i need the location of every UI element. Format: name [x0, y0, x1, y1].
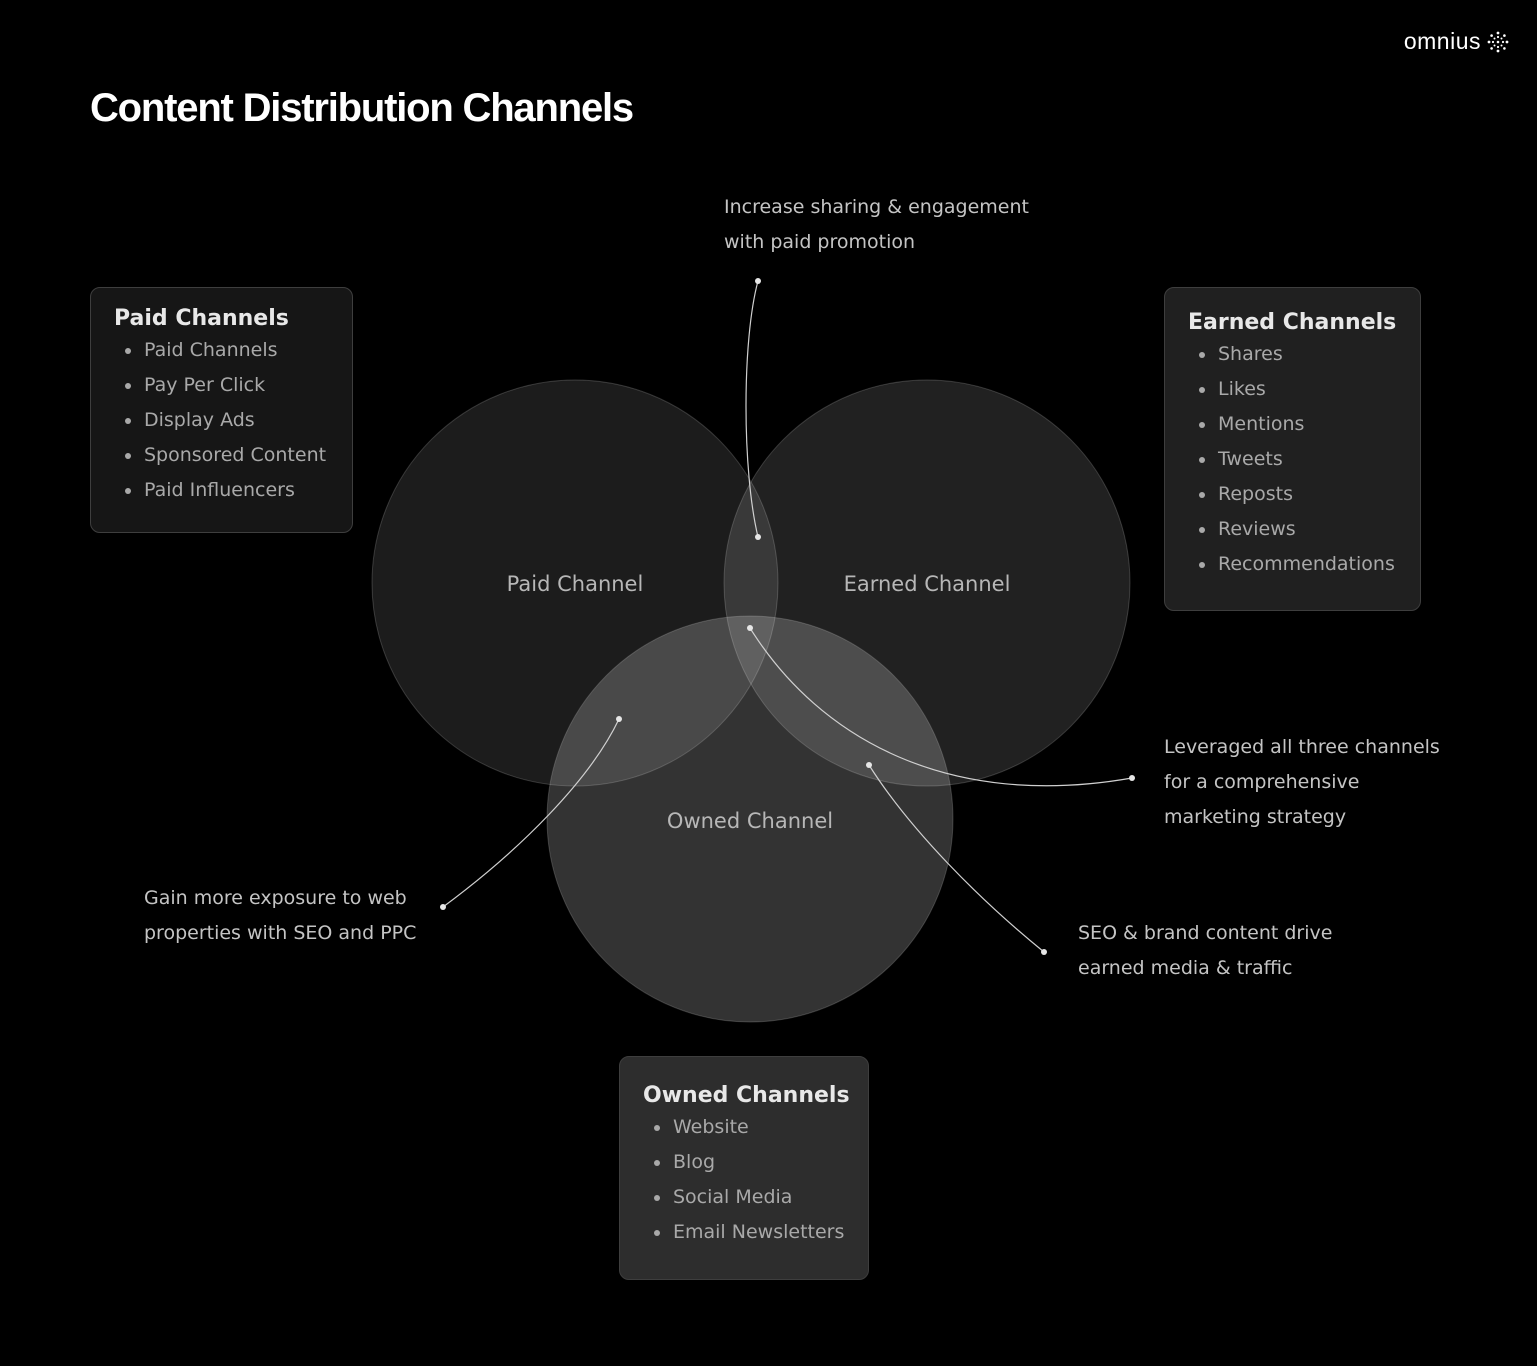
list-item: Likes [1188, 372, 1398, 407]
annotation-line: Gain more exposure to web [144, 887, 407, 909]
annotation-line: properties with SEO and PPC [144, 922, 417, 944]
connector-dot [755, 534, 761, 540]
list-item: Reviews [1188, 512, 1398, 547]
annotation-line: marketing strategy [1164, 806, 1347, 828]
connector-dot [1041, 949, 1047, 955]
list-item: Social Media [643, 1180, 846, 1215]
paid-channels-card: Paid Channels Paid Channels Pay Per Clic… [90, 287, 353, 533]
card-title: Owned Channels [643, 1083, 850, 1108]
earned-owned-annotation: SEO & brand content drive earned media &… [1078, 916, 1332, 986]
annotation-line: for a comprehensive [1164, 771, 1360, 793]
paid-owned-connector [442, 718, 620, 908]
annotation-line: earned media & traffic [1078, 957, 1293, 979]
connector-dot [440, 904, 446, 910]
list-item: Email Newsletters [643, 1215, 846, 1250]
list-item: Display Ads [114, 403, 330, 438]
annotation-line: Increase sharing & engagement [724, 196, 1029, 218]
list-item: Mentions [1188, 407, 1398, 442]
annotation-line: Leveraged all three channels [1164, 736, 1440, 758]
list-item: Paid Influencers [114, 473, 330, 508]
card-title: Paid Channels [114, 306, 289, 331]
list-item: Paid Channels [114, 333, 330, 368]
owned-channels-card: Owned Channels Website Blog Social Media… [619, 1056, 869, 1280]
earned-channel-circle [723, 379, 1131, 787]
connector-dot [755, 278, 761, 284]
sunburst-dots-icon [1487, 31, 1509, 52]
connector-dot [747, 625, 753, 631]
annotation-line: SEO & brand content drive [1078, 922, 1333, 944]
paid-earned-annotation: Increase sharing & engagement with paid … [724, 190, 1029, 260]
earned-channels-list: Shares Likes Mentions Tweets Reposts Rev… [1188, 337, 1398, 582]
paid-earned-connector [745, 280, 759, 538]
paid-channel-label: Paid Channel [507, 572, 644, 596]
brand-logo: omnius [1404, 28, 1509, 55]
list-item: Shares [1188, 337, 1398, 372]
earned-channels-card: Earned Channels Shares Likes Mentions Tw… [1164, 287, 1421, 611]
owned-channel-circle [546, 615, 954, 1023]
paid-owned-annotation: Gain more exposure to web properties wit… [144, 881, 416, 951]
list-item: Pay Per Click [114, 368, 330, 403]
list-item: Sponsored Content [114, 438, 330, 473]
paid-channels-list: Paid Channels Pay Per Click Display Ads … [114, 333, 330, 508]
connector-dot [1129, 775, 1135, 781]
list-item: Reposts [1188, 477, 1398, 512]
owned-channel-label: Owned Channel [667, 809, 833, 833]
owned-channels-list: Website Blog Social Media Email Newslett… [643, 1110, 846, 1250]
list-item: Tweets [1188, 442, 1398, 477]
connector-dot [866, 762, 872, 768]
connector-dot [616, 716, 622, 722]
all-three-connector [749, 627, 1133, 787]
list-item: Recommendations [1188, 547, 1398, 582]
annotation-line: with paid promotion [724, 231, 916, 253]
list-item: Blog [643, 1145, 846, 1180]
list-item: Website [643, 1110, 846, 1145]
page-title: Content Distribution Channels [90, 86, 634, 130]
earned-channel-label: Earned Channel [844, 572, 1011, 596]
card-title: Earned Channels [1188, 310, 1397, 335]
earned-owned-connector [868, 764, 1045, 953]
logo-text: omnius [1403, 28, 1481, 54]
all-three-annotation: Leveraged all three channels for a compr… [1164, 730, 1440, 835]
